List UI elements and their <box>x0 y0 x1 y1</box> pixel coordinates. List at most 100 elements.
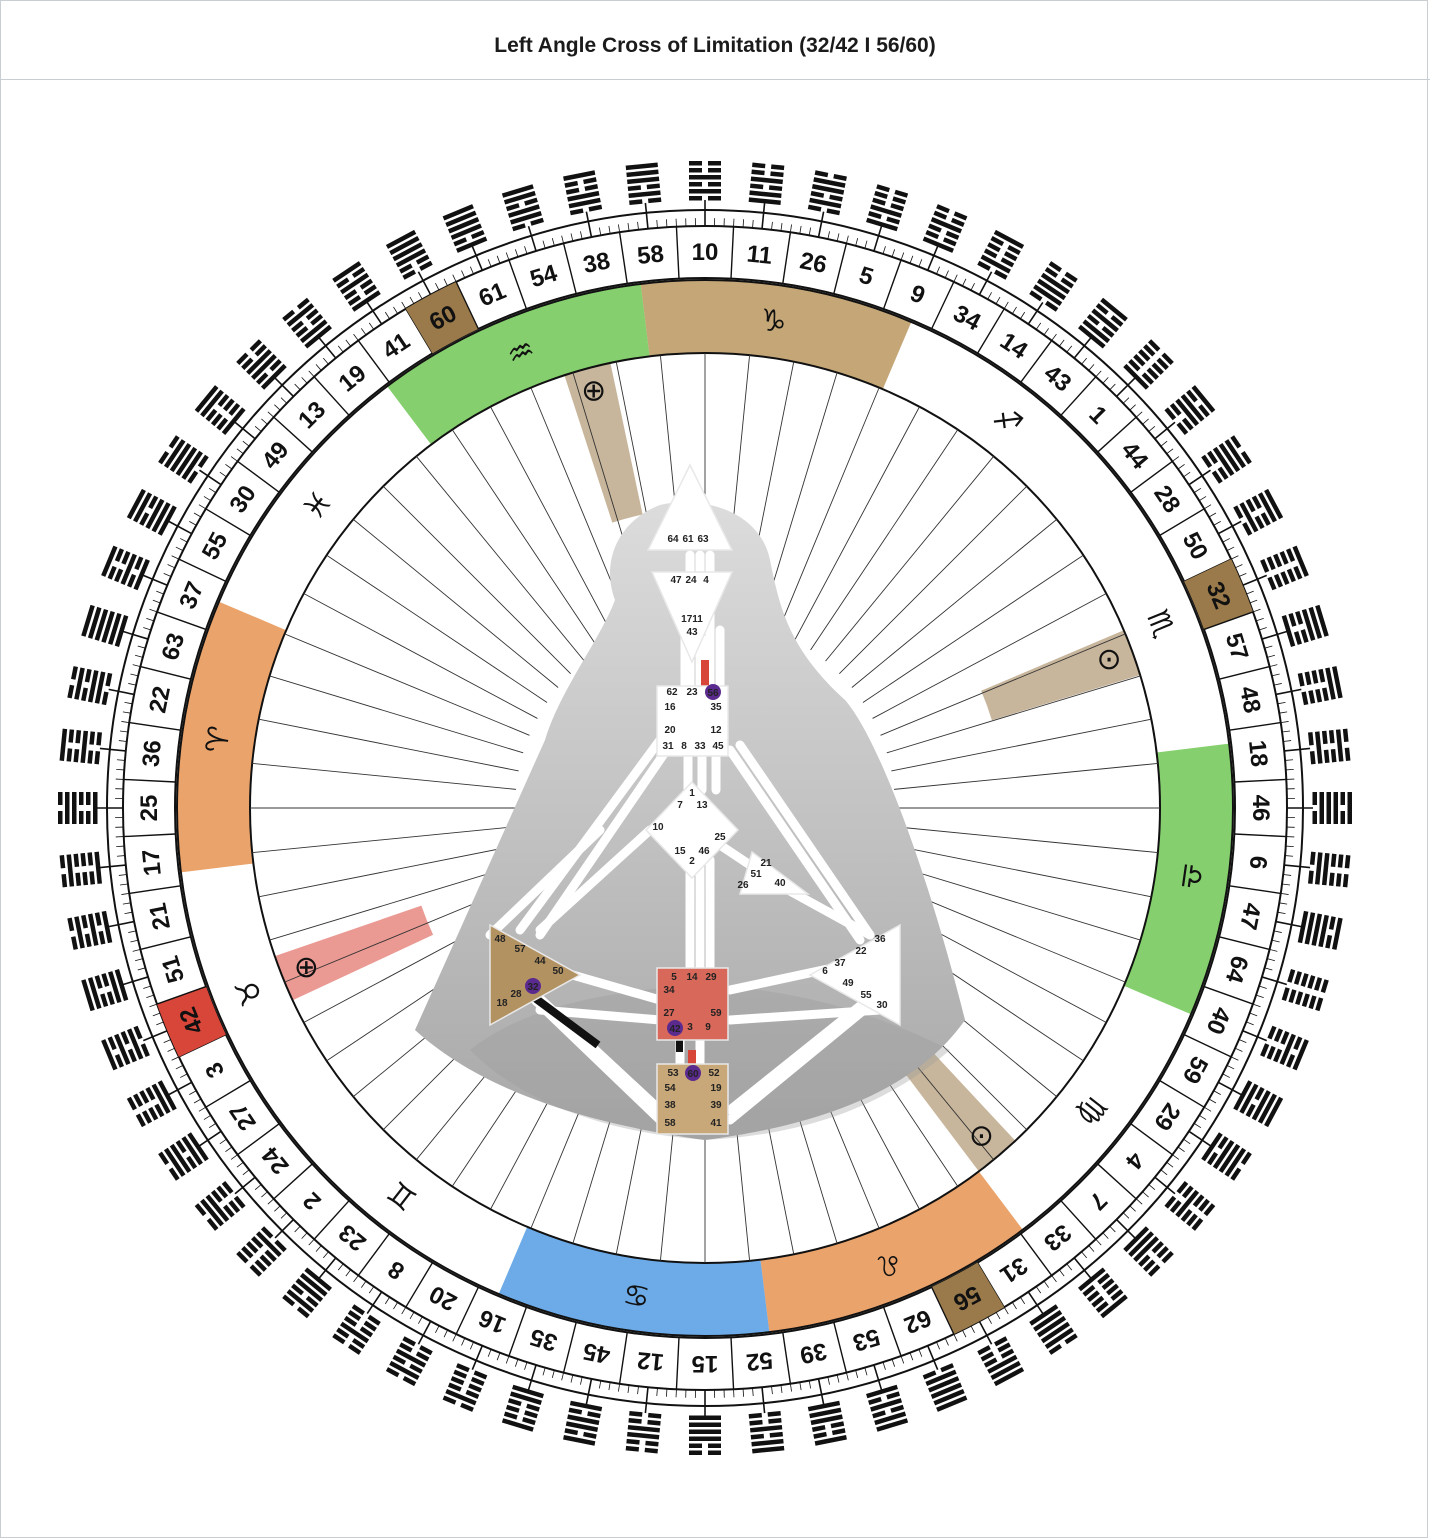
hexagram-icon <box>236 339 287 390</box>
hexagram-icon <box>194 385 246 435</box>
root-center <box>656 1063 729 1135</box>
hexagram-icon <box>1164 385 1216 435</box>
wheel-spoke <box>891 718 1152 772</box>
hexagram-icon <box>385 229 433 280</box>
gate-number: 19 <box>334 360 372 398</box>
degree-tick <box>1255 617 1264 622</box>
degree-tick <box>1115 377 1136 398</box>
zodiac-band <box>177 601 287 873</box>
degree-tick <box>752 219 754 228</box>
degree-tick <box>873 225 883 252</box>
center-gate-label: 27 <box>663 1008 675 1019</box>
center-gate-label: 37 <box>834 958 846 969</box>
degree-tick <box>855 1370 859 1378</box>
gate-number: 1 <box>1084 401 1113 430</box>
degree-tick <box>168 520 193 535</box>
gate-divider <box>1229 885 1281 895</box>
degree-tick <box>116 769 125 771</box>
degree-tick <box>1035 322 1042 330</box>
degree-tick <box>280 1212 288 1219</box>
degree-tick <box>627 1384 630 1394</box>
degree-tick <box>962 278 967 287</box>
gate-number: 36 <box>137 739 166 768</box>
degree-tick <box>1277 701 1286 705</box>
degree-tick <box>1160 440 1168 447</box>
degree-tick <box>962 1329 967 1338</box>
degree-tick <box>666 1388 668 1397</box>
degree-tick <box>836 233 840 242</box>
degree-tick <box>1271 673 1280 677</box>
hexagram-icon <box>236 1226 287 1277</box>
degree-tick <box>167 564 176 569</box>
gate-divider <box>357 340 390 383</box>
wheel-spoke <box>891 844 1152 898</box>
gate-number: 39 <box>798 1337 829 1369</box>
hexagram-icon <box>1078 1267 1128 1319</box>
degree-tick <box>1183 1138 1191 1145</box>
degree-tick <box>435 283 440 291</box>
zodiac-sign-icon: ♋ <box>621 1275 653 1313</box>
gate-divider <box>357 1233 390 1276</box>
degree-tick <box>936 1341 941 1350</box>
degree-tick <box>1279 711 1288 714</box>
degree-tick <box>393 1302 399 1310</box>
hexagram-icon <box>1123 339 1174 390</box>
gate-number: 25 <box>136 795 163 822</box>
degree-tick <box>146 994 155 999</box>
gate-number: 31 <box>995 1251 1032 1288</box>
center-gate-label: 44 <box>534 956 546 967</box>
center-gate-label: 2 <box>689 856 695 867</box>
degree-tick <box>274 377 295 398</box>
degree-tick <box>953 1333 958 1342</box>
degree-tick <box>234 421 256 440</box>
degree-tick <box>978 271 993 296</box>
degree-tick <box>219 1138 227 1145</box>
hexagram-icon <box>625 1411 662 1454</box>
gate-divider <box>156 985 207 1005</box>
degree-tick <box>1043 1280 1049 1288</box>
degree-tick <box>585 211 593 238</box>
degree-tick <box>130 939 139 943</box>
degree-tick <box>452 274 457 283</box>
gate-number: 23 <box>334 1219 372 1257</box>
degree-tick <box>1258 985 1267 989</box>
activation-line <box>688 1050 696 1064</box>
degree-tick <box>608 1382 611 1391</box>
degree-tick <box>1073 337 1092 359</box>
degree-tick <box>900 252 905 261</box>
center-gate-label: 19 <box>710 1083 722 1094</box>
degree-tick <box>1142 418 1149 425</box>
degree-tick <box>443 278 448 287</box>
degree-tick <box>1264 967 1273 971</box>
degree-tick <box>471 1345 484 1371</box>
degree-tick <box>116 855 125 857</box>
activation-line <box>676 1036 683 1052</box>
gate-divider <box>1020 340 1053 383</box>
degree-tick <box>1122 1212 1130 1219</box>
degree-tick <box>203 496 211 502</box>
degree-tick <box>418 292 423 300</box>
hexagram-icon <box>1078 297 1128 349</box>
hexagram-icon <box>158 435 209 484</box>
gate-divider <box>178 558 227 583</box>
degree-tick <box>171 1056 180 1061</box>
degree-tick <box>608 225 611 234</box>
wheel-spoke <box>894 826 1158 854</box>
bodygraph-channel <box>485 825 605 940</box>
degree-tick <box>1234 564 1243 569</box>
gate-divider <box>313 376 350 416</box>
gate-divider <box>675 1337 680 1390</box>
zodiac-sign-icon: ♏ <box>1139 605 1182 643</box>
degree-tick <box>808 1380 812 1389</box>
hexagram-icon <box>67 910 113 950</box>
hexagram-icon <box>922 1363 968 1412</box>
degree-tick <box>236 1161 244 1168</box>
bodygraph-channel <box>535 740 675 940</box>
hexagram-icon <box>1201 435 1252 484</box>
gate-divider <box>313 1200 350 1240</box>
center-gate-label: 52 <box>708 1068 720 1079</box>
hexagram-icon <box>977 229 1025 280</box>
degree-tick <box>1208 512 1217 518</box>
wheel-spoke <box>810 429 959 651</box>
hexagram-icon <box>563 170 603 216</box>
